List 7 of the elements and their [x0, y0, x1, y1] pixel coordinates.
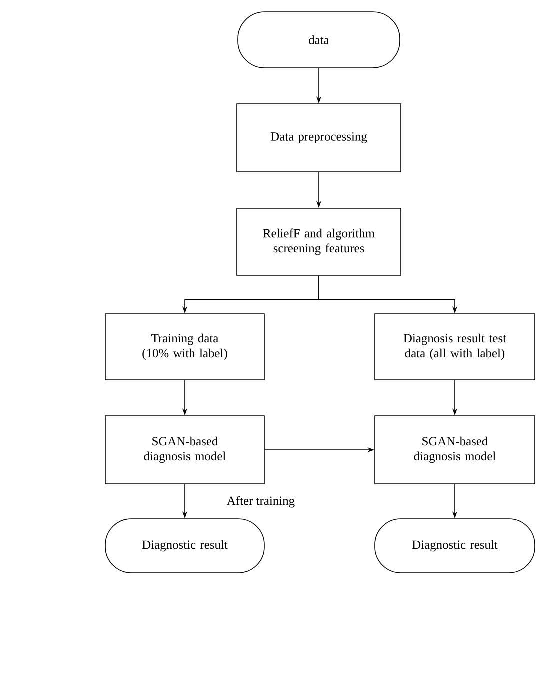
process-box: Training data (10% with label): [105, 314, 265, 380]
process-box: SGAN-based diagnosis model: [374, 416, 536, 484]
process-box: ReliefF and algorithm screening features: [236, 208, 402, 276]
process-box: Data preprocessing: [236, 104, 402, 172]
edge-label: After training: [226, 495, 296, 509]
process-box: Diagnosis result test data (all with label): [374, 314, 536, 380]
process-box: SGAN-based diagnosis model: [105, 416, 265, 484]
